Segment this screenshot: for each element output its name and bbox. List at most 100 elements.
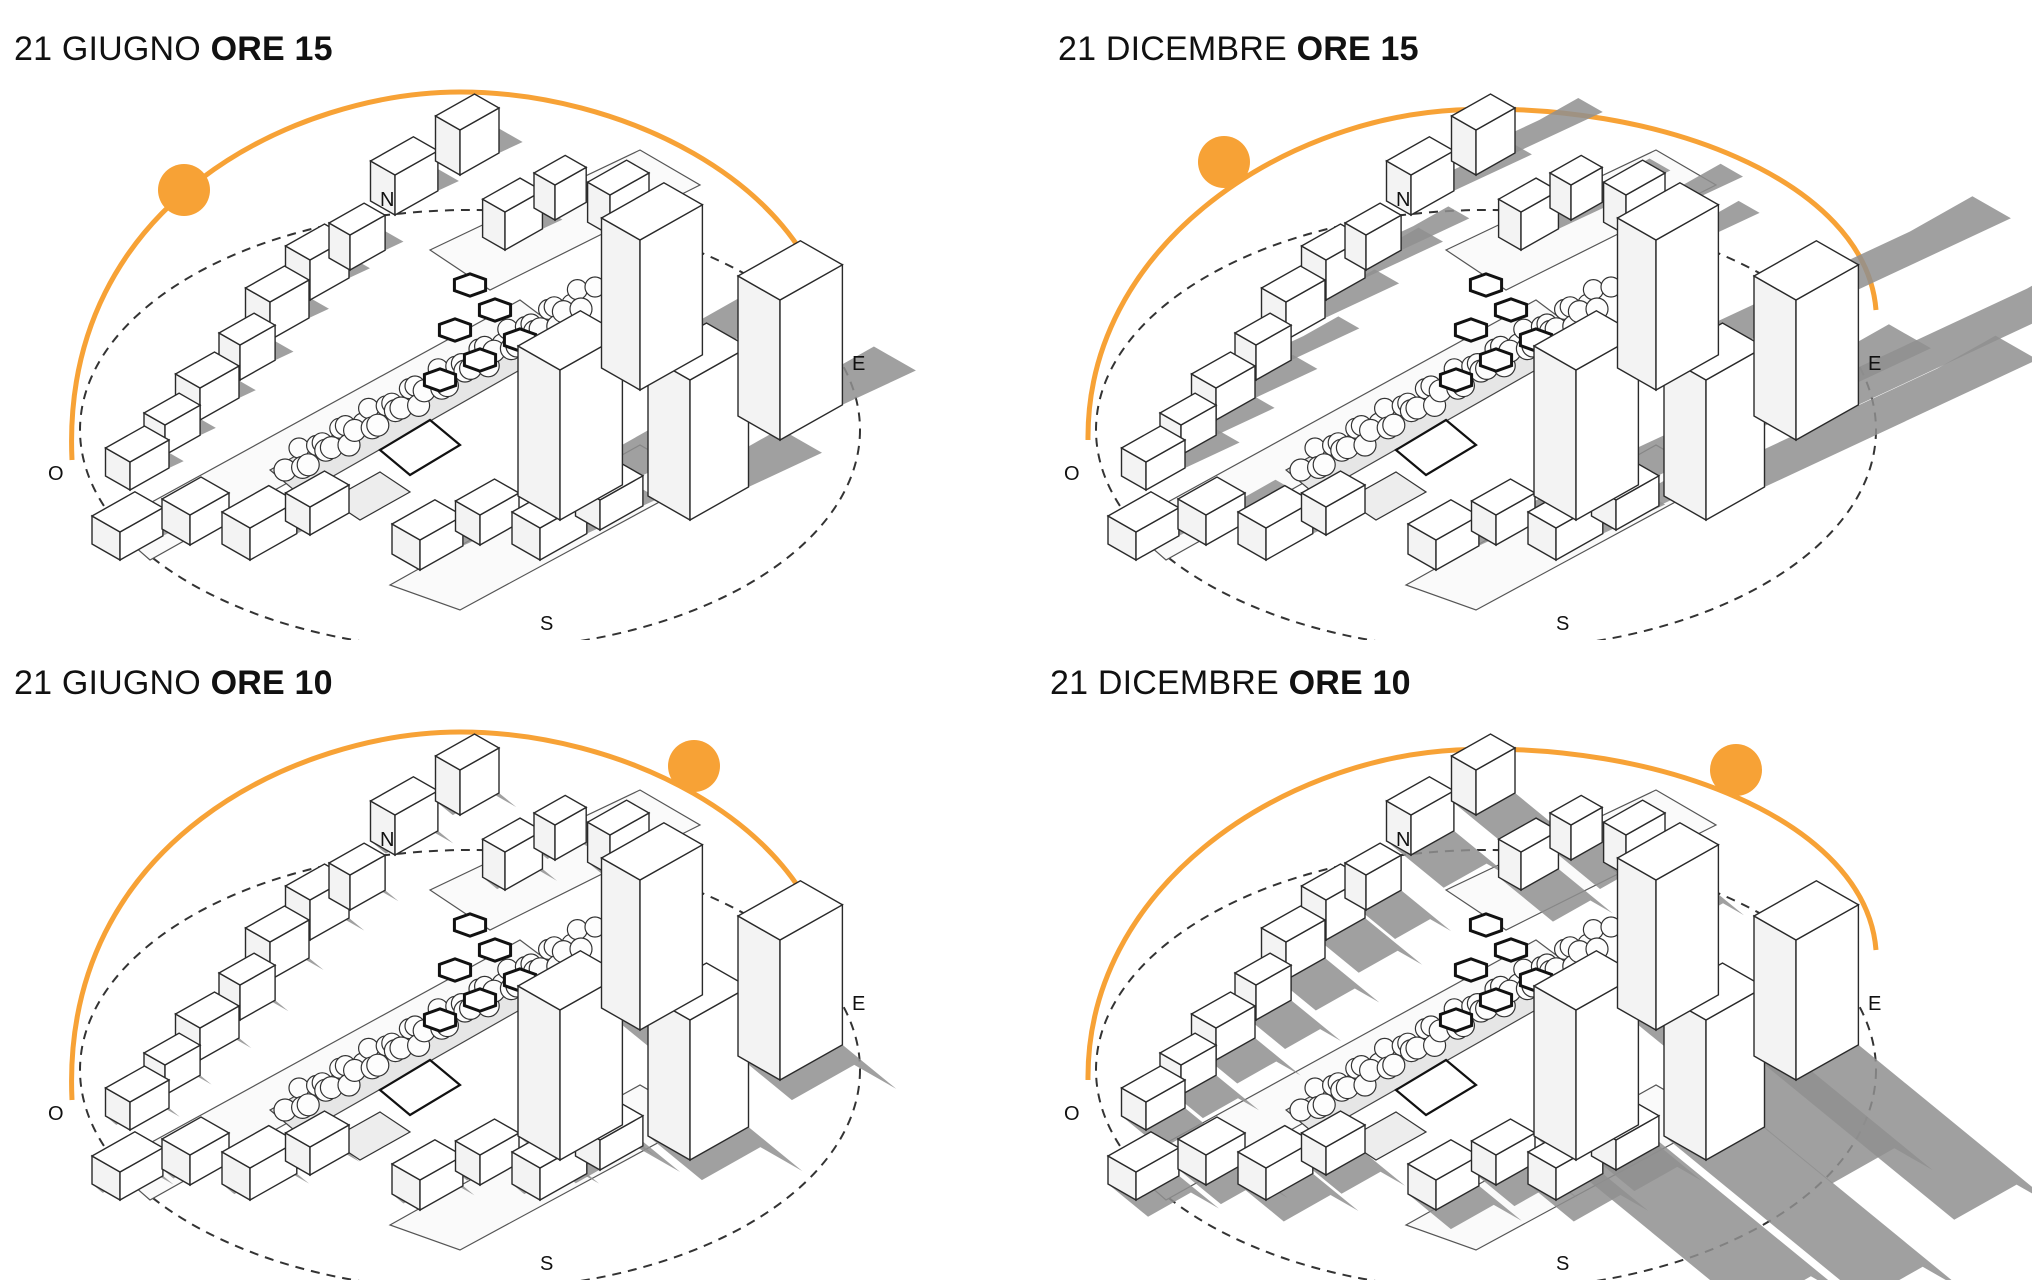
building bbox=[434, 733, 501, 817]
pavilion-module bbox=[1453, 317, 1489, 343]
building bbox=[736, 879, 844, 1082]
date-label: 21 GIUGNO bbox=[14, 30, 201, 68]
pavilion-module bbox=[462, 347, 498, 373]
pavilion-module bbox=[462, 987, 498, 1013]
pavilion-base bbox=[1394, 1058, 1478, 1117]
pavilion-module bbox=[1468, 912, 1504, 938]
building bbox=[600, 821, 704, 1032]
tree bbox=[566, 279, 589, 301]
date-label: 21 DICEMBRE bbox=[1058, 30, 1287, 68]
compass-south: S bbox=[540, 613, 553, 635]
building bbox=[1616, 181, 1720, 392]
building bbox=[481, 177, 544, 252]
compass-north: N bbox=[380, 829, 394, 851]
building bbox=[244, 905, 311, 982]
building bbox=[104, 425, 171, 492]
cast-shadow bbox=[1238, 1173, 1359, 1222]
building bbox=[736, 239, 844, 442]
tree bbox=[296, 453, 320, 477]
pavilion-module bbox=[1438, 367, 1474, 393]
compass-south: S bbox=[1556, 613, 1569, 635]
compass-west: O bbox=[1064, 1103, 1080, 1125]
building bbox=[1752, 879, 1860, 1082]
sports-court bbox=[1344, 471, 1428, 521]
compass-east: E bbox=[852, 353, 865, 375]
building bbox=[284, 1110, 351, 1177]
panel-title: 21 GIUGNO ORE 10 bbox=[14, 664, 333, 703]
horizon-ellipse bbox=[79, 849, 861, 1280]
building bbox=[284, 470, 351, 537]
pavilion-module bbox=[477, 937, 513, 963]
building bbox=[1300, 1110, 1367, 1177]
building bbox=[1120, 425, 1187, 492]
compass-east: E bbox=[1868, 993, 1881, 1015]
compass-west: O bbox=[1064, 463, 1080, 485]
building bbox=[1343, 202, 1403, 272]
building bbox=[516, 949, 624, 1162]
cast-shadow bbox=[1301, 1153, 1406, 1194]
pavilion-module bbox=[437, 317, 473, 343]
cast-shadow bbox=[1754, 1044, 2032, 1220]
pavilion-module bbox=[1493, 937, 1529, 963]
pavilion-module bbox=[1493, 297, 1529, 323]
pavilion-base bbox=[1394, 418, 1478, 477]
tree bbox=[1382, 1053, 1406, 1077]
time-label: ORE 10 bbox=[1288, 664, 1411, 702]
building bbox=[1548, 794, 1604, 862]
sports-court bbox=[1344, 1111, 1428, 1161]
time-label: ORE 15 bbox=[210, 30, 333, 68]
building bbox=[160, 476, 231, 547]
cast-shadow bbox=[1301, 918, 1423, 973]
time-label: ORE 10 bbox=[210, 664, 333, 702]
sun-icon bbox=[668, 740, 720, 792]
cast-shadow bbox=[1235, 1000, 1342, 1049]
building bbox=[327, 202, 387, 272]
cast-shadow bbox=[1261, 958, 1380, 1011]
cast-shadow bbox=[1345, 890, 1452, 939]
tree bbox=[1312, 1093, 1336, 1117]
building bbox=[1752, 239, 1860, 442]
cast-shadow bbox=[1191, 1038, 1301, 1084]
building bbox=[1497, 817, 1560, 892]
pavilion-module bbox=[422, 367, 458, 393]
building bbox=[90, 1130, 165, 1202]
building bbox=[1450, 733, 1517, 817]
building bbox=[516, 309, 624, 522]
cast-shadow bbox=[738, 1044, 897, 1101]
building bbox=[1300, 470, 1367, 537]
building bbox=[434, 93, 501, 177]
cast-shadow bbox=[1550, 842, 1653, 889]
sun-icon bbox=[1198, 136, 1250, 188]
building bbox=[1548, 154, 1604, 222]
building bbox=[1497, 177, 1560, 252]
pavilion-module bbox=[452, 272, 488, 298]
sports-court bbox=[328, 471, 412, 521]
cast-shadow bbox=[1178, 1163, 1288, 1205]
pavilion-module bbox=[1468, 272, 1504, 298]
pavilion-base bbox=[378, 1058, 462, 1117]
compass-north: N bbox=[380, 189, 394, 211]
compass-south: S bbox=[540, 1253, 553, 1275]
tree bbox=[366, 413, 390, 437]
building bbox=[1120, 1065, 1187, 1132]
cast-shadow bbox=[1108, 1175, 1219, 1217]
date-label: 21 GIUGNO bbox=[14, 664, 201, 702]
building bbox=[1176, 476, 1247, 547]
tree bbox=[1582, 279, 1605, 301]
cast-shadow bbox=[648, 1127, 803, 1181]
building bbox=[1343, 842, 1403, 912]
building bbox=[160, 1116, 231, 1187]
building bbox=[1450, 93, 1517, 177]
building bbox=[1470, 1118, 1537, 1187]
building bbox=[104, 1065, 171, 1132]
building bbox=[1662, 962, 1766, 1162]
tree bbox=[1382, 413, 1406, 437]
date-label: 21 DICEMBRE bbox=[1050, 664, 1279, 702]
sun-path-arc bbox=[1085, 746, 1879, 1081]
